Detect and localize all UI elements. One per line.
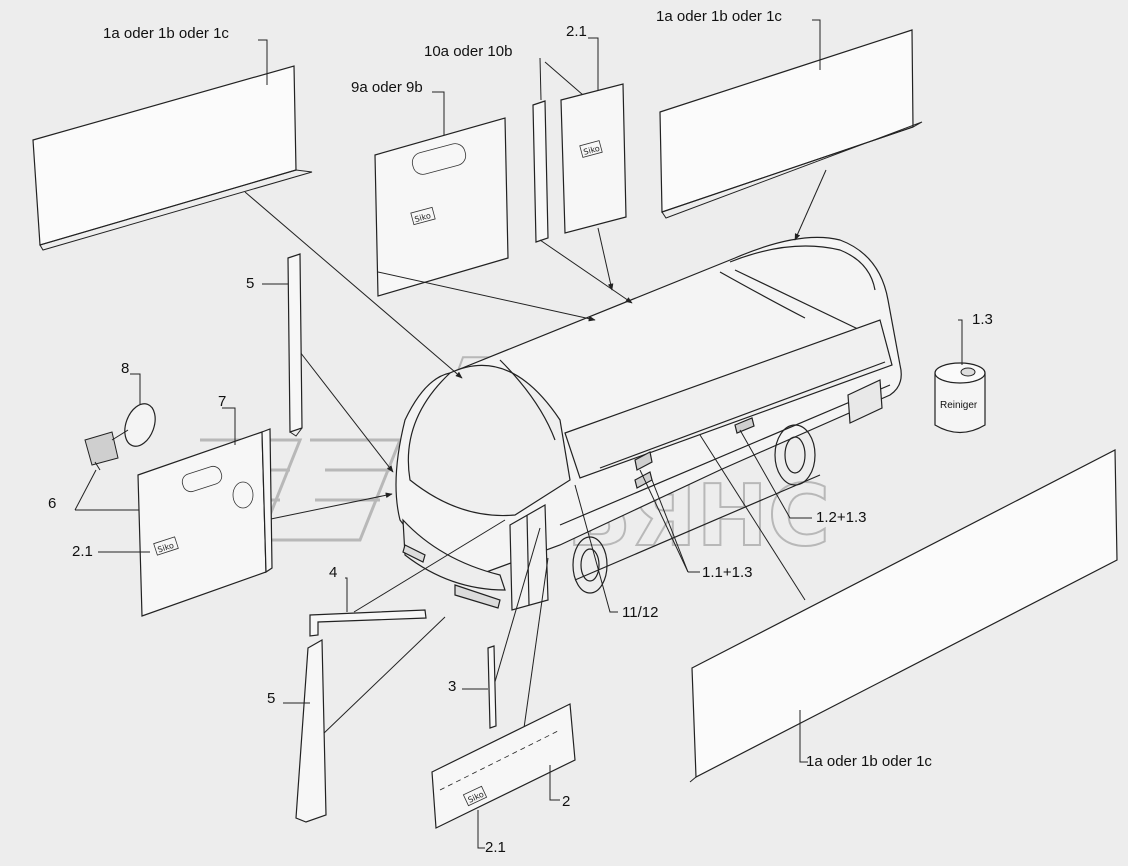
label-strip-10: 10a oder 10b [424,43,512,60]
pillar-bottom [283,638,327,823]
pillar-top [262,253,303,437]
label-front-marker: 1.1+1.3 [702,564,752,581]
cover-7: Siko [98,407,273,617]
label-panel-2: 2 [562,793,570,810]
label-panel-top-left: 1a oder 1b oder 1c [103,25,229,42]
label-pillar-top: 5 [246,275,254,292]
tag-sheet-top: Siko [582,144,600,157]
bus-body [395,236,902,611]
trim-4 [309,577,427,637]
label-sheet-top: 2.1 [566,23,587,40]
label-door-panel: 9a oder 9b [351,79,423,96]
panel-2: Siko [431,703,576,849]
panel-bottom-right [689,449,1118,783]
tag-door-panel: Siko [414,211,432,224]
door-panel: Siko [374,91,509,297]
label-panel-top-right: 1a oder 1b oder 1c [656,8,782,25]
leader-arrows [244,169,827,736]
strip-10 [532,57,599,243]
label-mirror-mount: 6 [48,495,56,512]
label-pillar-bottom: 5 [267,690,275,707]
label-mirror: 8 [121,360,129,377]
label-sheet-bottom: 2.1 [485,839,506,856]
sheet-top: Siko [560,37,627,234]
panel-top-left [32,39,313,251]
label-strip-3: 3 [448,678,456,695]
label-trim-4: 4 [329,564,337,581]
label-can: 1.3 [972,311,993,328]
label-wheel-ref: 11/12 [622,604,658,621]
strip-3 [462,645,497,729]
label-sheet-left: 2.1 [72,543,93,560]
cleaner-can: Reiniger [934,319,986,434]
label-panel-bottom-right: 1a oder 1b oder 1c [806,753,932,770]
label-cover-7: 7 [218,393,226,410]
bus-callouts [574,429,812,613]
can-label-text: Reiniger [940,400,978,411]
mirror-assembly [74,373,156,511]
panel-top-right [659,19,923,219]
label-side-marker: 1.2+1.3 [816,509,866,526]
